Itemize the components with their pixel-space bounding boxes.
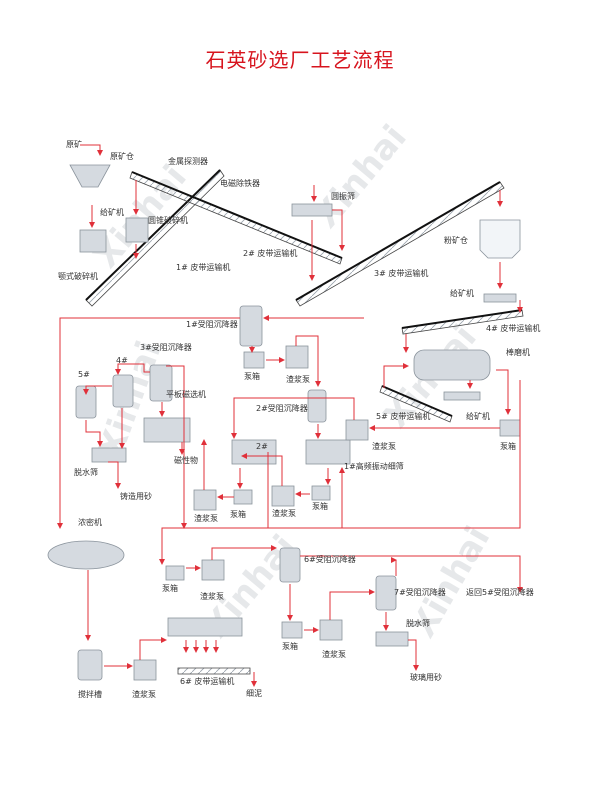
label-conveyor-1: 1# 皮带运输机 — [176, 263, 231, 272]
jaw-crusher-shape — [79, 229, 107, 253]
label-pump-box-e: 泵箱 — [162, 584, 178, 593]
conveyor-3-shape — [295, 181, 505, 307]
thickener-shape — [47, 540, 125, 570]
conveyor-4-shape — [401, 309, 524, 335]
settler7-shape — [375, 575, 397, 611]
label-settler-4: 4# — [116, 356, 128, 365]
label-conveyor-5: 5# 皮带运输机 — [376, 412, 431, 421]
label-conveyor-3: 3# 皮带运输机 — [374, 269, 429, 278]
label-glass-sand: 玻璃用砂 — [410, 673, 442, 682]
label-electromagnetic-iron-remover: 电磁除铁器 — [220, 179, 260, 188]
circular-screen-shape — [291, 203, 333, 217]
pump-box-a-shape — [499, 419, 521, 437]
screen1-shape — [305, 439, 351, 465]
label-settler-7: 7#受阻沉降器 — [394, 588, 446, 597]
pump-box-b-shape — [243, 351, 265, 369]
conveyor-5-shape — [379, 385, 453, 423]
label-settler-6: 6#受阻沉降器 — [304, 555, 356, 564]
pump-box-f-shape — [281, 621, 303, 639]
raw-ore-bin-shape — [69, 164, 111, 188]
conveyor-6-shape — [177, 667, 251, 675]
label-magnetic-product: 磁性物 — [174, 456, 198, 465]
label-settler-2: 2#受阻沉降器 — [256, 404, 308, 413]
label-settler-5: 5# — [78, 370, 90, 379]
slurry-pump-b-shape — [285, 345, 309, 369]
label-cone-crusher: 圆锥破碎机 — [148, 216, 188, 225]
label-slurry-pump-d: 渣浆泵 — [194, 514, 218, 523]
slurry-pump-e-shape — [201, 559, 225, 581]
diagram-title: 石英砂选厂工艺流程 — [205, 48, 395, 72]
label-feeder-1: 给矿机 — [100, 208, 124, 217]
agitation-tank-shape — [77, 649, 103, 681]
label-plate-magnetic-separator: 平板磁选机 — [166, 390, 206, 399]
slurry-pump-g-shape — [133, 659, 157, 681]
label-fine-mud: 细泥 — [246, 689, 262, 698]
label-slurry-pump-e: 渣浆泵 — [200, 592, 224, 601]
slurry-pump-a-shape — [345, 419, 369, 441]
label-settler-3: 3#受阻沉降器 — [140, 343, 192, 352]
screen2-shape — [231, 439, 277, 465]
pump-box-c-shape — [311, 485, 331, 501]
settler1-shape — [239, 305, 263, 347]
label-conveyor-4: 4# 皮带运输机 — [486, 324, 541, 333]
label-casting-sand: 铸造用砂 — [120, 492, 152, 501]
label-feeder-2: 给矿机 — [450, 289, 474, 298]
label-feeder-3: 给矿机 — [466, 412, 490, 421]
feeder3-shape — [443, 391, 481, 401]
slurry-pump-c-shape — [271, 485, 295, 507]
cone-crusher-shape — [125, 217, 149, 243]
label-pump-box-c: 泵箱 — [312, 502, 328, 511]
label-slurry-pump-c: 渣浆泵 — [272, 509, 296, 518]
slurry-pump-f-shape — [319, 619, 343, 641]
rod-mill-shape — [413, 349, 491, 381]
label-slurry-pump-g: 渣浆泵 — [132, 690, 156, 699]
conveyor-2-shape — [129, 171, 343, 265]
slurry-pump-d-shape — [193, 489, 217, 511]
settler2-shape — [307, 389, 327, 423]
powder-bin-shape — [479, 219, 521, 259]
equipment — [47, 164, 521, 681]
dewatering1-shape — [91, 447, 127, 463]
settler3-shape — [149, 364, 173, 402]
label-powder-bin: 粉矿仓 — [444, 236, 468, 245]
plate-magnetic-shape — [143, 417, 191, 443]
label-metal-detector: 金属探测器 — [168, 157, 208, 166]
label-rod-mill: 棒磨机 — [506, 348, 530, 357]
label-slurry-pump-f: 渣浆泵 — [322, 650, 346, 659]
flow-lines — [57, 144, 523, 687]
label-raw-ore: 原矿 — [66, 140, 82, 149]
label-pump-box-f: 泵箱 — [282, 642, 298, 651]
label-screen-2: 2# — [256, 442, 268, 451]
label-circular-screen: 圆振筛 — [331, 192, 355, 201]
label-conveyor-6: 6# 皮带运输机 — [180, 677, 235, 686]
settler6-shape — [279, 547, 301, 583]
label-pump-box-a: 泵箱 — [500, 442, 516, 451]
label-slurry-pump-a: 渣浆泵 — [372, 442, 396, 451]
pump-box-e-shape — [165, 565, 185, 581]
dewatering2-shape — [375, 631, 409, 647]
label-raw-ore-bin: 原矿仓 — [110, 152, 134, 161]
label-dewatering-screen-2: 脱水筛 — [406, 619, 430, 628]
conveyors — [85, 169, 524, 675]
pump-box-d-shape — [233, 489, 253, 505]
label-return-settler-5: 返回5#受阻沉降器 — [466, 588, 534, 597]
label-pump-box-d: 泵箱 — [230, 510, 246, 519]
label-screen-1: 1#高频振动细筛 — [344, 462, 404, 471]
label-agitation-tank: 搅拌槽 — [78, 690, 102, 699]
label-slurry-pump-b: 渣浆泵 — [286, 375, 310, 384]
conveyor-1-shape — [85, 169, 225, 307]
label-pump-box-b: 泵箱 — [244, 372, 260, 381]
label-thickener: 浓密机 — [78, 518, 102, 527]
watermark-2: Xinhai — [306, 117, 414, 235]
filter-press-shape — [167, 617, 243, 637]
label-conveyor-2: 2# 皮带运输机 — [243, 249, 298, 258]
feeder2-shape — [483, 293, 517, 303]
settler4-shape — [112, 374, 134, 408]
label-jaw-crusher: 颚式破碎机 — [58, 272, 98, 281]
label-dewatering-screen-1: 脱水筛 — [74, 468, 98, 477]
label-settler-1: 1#受阻沉降器 — [186, 320, 238, 329]
